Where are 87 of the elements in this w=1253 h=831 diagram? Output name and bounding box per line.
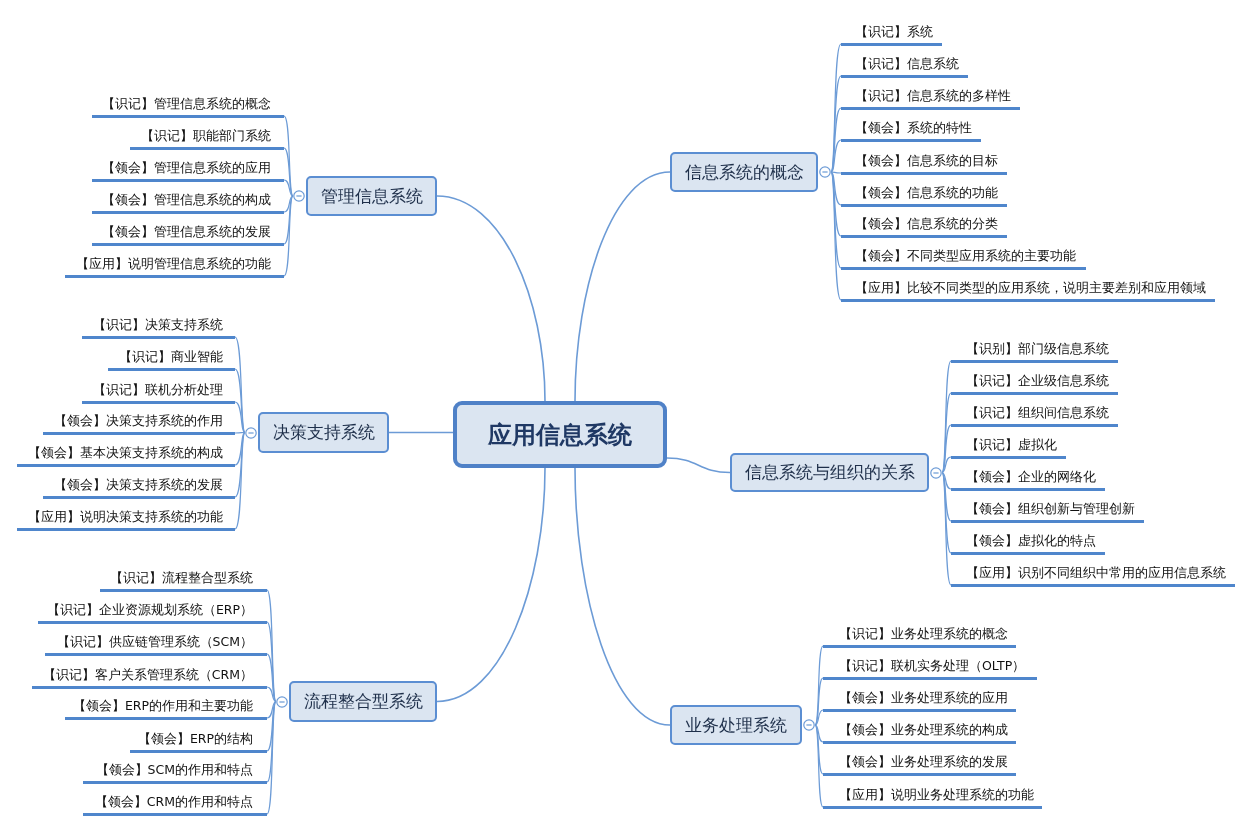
- topic-box: 流程整合型系统: [289, 681, 437, 722]
- central-topic-box: 应用信息系统: [453, 401, 667, 468]
- connector-line: [814, 724, 824, 743]
- subtopic-label: 【识记】商业智能: [108, 345, 235, 371]
- connector-line: [941, 471, 952, 490]
- subtopic-label: 【领会】业务处理系统的发展: [823, 750, 1016, 776]
- connector-line: [830, 171, 842, 206]
- subtopic-label: 【领会】信息系统的功能: [841, 181, 1007, 207]
- subtopic-label: 【领会】管理信息系统的发展: [92, 220, 284, 246]
- subtopic-label: 【领会】业务处理系统的应用: [823, 686, 1016, 712]
- subtopic-label: 【识记】供应链管理系统（SCM）: [45, 630, 267, 656]
- subtopic-label: 【领会】ERP的作用和主要功能: [65, 694, 267, 720]
- connector-line: [830, 139, 842, 173]
- connector-line: [830, 171, 842, 301]
- connector-line: [830, 171, 842, 237]
- connector-line: [814, 709, 824, 726]
- connector-line: [283, 179, 294, 197]
- subtopic-label: 【应用】说明决策支持系统的功能: [17, 505, 235, 531]
- connector-line: [941, 471, 952, 586]
- subtopic-label: 【识记】流程整合型系统: [100, 566, 267, 592]
- connector-line: [666, 457, 731, 474]
- connector-line: [941, 456, 952, 474]
- topic-box: 信息系统与组织的关系: [730, 453, 929, 492]
- subtopic-label: 【领会】组织创新与管理创新: [951, 497, 1144, 523]
- subtopic-label: 【领会】决策支持系统的作用: [43, 409, 235, 435]
- connector-line: [234, 431, 246, 530]
- topic-box: 信息系统的概念: [670, 152, 818, 192]
- subtopic-label: 【领会】SCM的作用和特点: [83, 758, 267, 784]
- subtopic-label: 【识记】客户关系管理系统（CRM）: [32, 663, 267, 689]
- subtopic-label: 【识记】信息系统: [841, 52, 968, 78]
- subtopic-label: 【应用】识别不同组织中常用的应用信息系统: [951, 561, 1235, 587]
- subtopic-label: 【领会】信息系统的目标: [841, 149, 1007, 175]
- connector-line: [941, 424, 952, 474]
- connector-line: [574, 171, 671, 402]
- subtopic-label: 【领会】不同类型应用系统的主要功能: [841, 244, 1086, 270]
- connector-line: [574, 467, 671, 726]
- subtopic-label: 【识记】虚拟化: [951, 433, 1066, 459]
- subtopic-label: 【识记】系统: [841, 20, 942, 46]
- connector-line: [941, 360, 952, 474]
- connector-line: [266, 700, 277, 719]
- subtopic-label: 【识记】联机分析处理: [82, 378, 235, 404]
- topic-box: 决策支持系统: [258, 412, 389, 453]
- subtopic-label: 【领会】企业的网络化: [951, 465, 1105, 491]
- connector-line: [234, 431, 246, 434]
- topic-box: 业务处理系统: [670, 705, 802, 745]
- subtopic-label: 【识记】组织间信息系统: [951, 401, 1118, 427]
- subtopic-label: 【识记】联机实务处理（OLTP）: [823, 654, 1037, 680]
- connector-line: [283, 147, 294, 197]
- subtopic-label: 【领会】管理信息系统的构成: [92, 188, 284, 214]
- connector-line: [283, 195, 294, 213]
- subtopic-label: 【识别】部门级信息系统: [951, 337, 1118, 363]
- subtopic-label: 【领会】基本决策支持系统的构成: [17, 441, 235, 467]
- subtopic-label: 【识记】决策支持系统: [82, 313, 235, 339]
- subtopic-label: 【识记】业务处理系统的概念: [823, 622, 1016, 648]
- subtopic-label: 【应用】说明管理信息系统的功能: [65, 252, 284, 278]
- subtopic-label: 【识记】企业级信息系统: [951, 369, 1118, 395]
- subtopic-label: 【领会】系统的特性: [841, 116, 981, 142]
- subtopic-label: 【识记】职能部门系统: [130, 124, 284, 150]
- connector-line: [266, 686, 277, 703]
- subtopic-label: 【识记】企业资源规划系统（ERP）: [38, 598, 267, 624]
- subtopic-label: 【领会】业务处理系统的构成: [823, 718, 1016, 744]
- connector-line: [814, 724, 824, 808]
- connector-line: [830, 171, 842, 174]
- connector-line: [814, 645, 824, 726]
- subtopic-label: 【识记】信息系统的多样性: [841, 84, 1020, 110]
- connector-line: [388, 431, 454, 434]
- connector-line: [266, 700, 277, 752]
- connector-line: [814, 677, 824, 726]
- connector-line: [436, 195, 546, 402]
- subtopic-label: 【领会】CRM的作用和特点: [83, 790, 267, 816]
- subtopic-label: 【识记】管理信息系统的概念: [92, 92, 284, 118]
- subtopic-label: 【领会】管理信息系统的应用: [92, 156, 284, 182]
- subtopic-label: 【领会】ERP的结构: [130, 727, 267, 753]
- connector-line: [436, 467, 546, 703]
- connector-line: [941, 471, 952, 522]
- topic-box: 管理信息系统: [306, 176, 437, 216]
- connector-line: [234, 431, 246, 498]
- subtopic-label: 【领会】决策支持系统的发展: [43, 473, 235, 499]
- connector-line: [266, 700, 277, 815]
- connector-line: [266, 653, 277, 703]
- subtopic-label: 【领会】信息系统的分类: [841, 212, 1007, 238]
- connector-line: [830, 75, 842, 173]
- subtopic-label: 【应用】比较不同类型的应用系统，说明主要差别和应用领域: [841, 276, 1215, 302]
- subtopic-label: 【应用】说明业务处理系统的功能: [823, 783, 1042, 809]
- connector-line: [283, 195, 294, 277]
- subtopic-label: 【领会】虚拟化的特点: [951, 529, 1105, 555]
- connector-line: [234, 401, 246, 434]
